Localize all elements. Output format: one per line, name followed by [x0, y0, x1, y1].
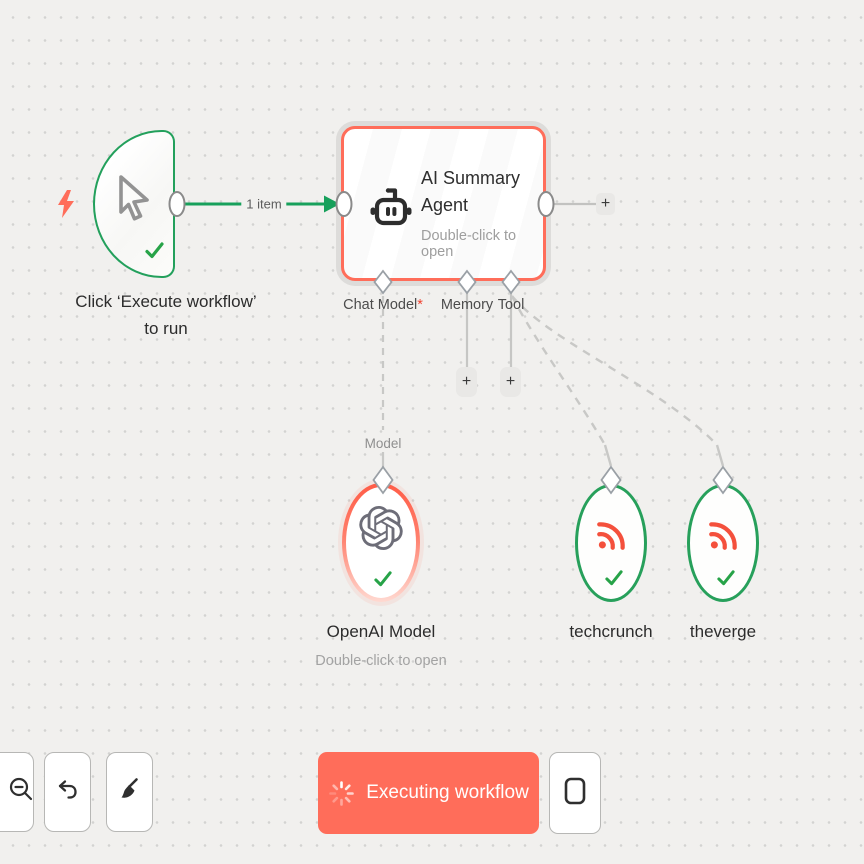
check-icon	[373, 570, 393, 593]
rss-icon	[707, 518, 741, 557]
cursor-icon	[112, 170, 156, 239]
rss-tool-node-theverge[interactable]	[687, 484, 759, 602]
tidy-up-icon	[117, 776, 143, 808]
port-theverge-diamond[interactable]	[712, 465, 734, 495]
undo-icon	[55, 777, 80, 807]
check-icon	[604, 569, 624, 592]
connection-tool-to-techcrunch[interactable]	[510, 295, 607, 446]
port-chat-model-diamond[interactable]	[373, 269, 393, 295]
theverge-node-label: theverge	[689, 622, 757, 641]
lightning-icon	[55, 189, 77, 224]
check-icon	[716, 569, 736, 592]
connection-items-badge: 1 item	[241, 196, 287, 212]
input-endpoint-agent[interactable]	[335, 191, 353, 217]
port-memory-diamond[interactable]	[457, 269, 477, 295]
zoom-out-button[interactable]	[0, 752, 34, 832]
rss-tool-node-techcrunch[interactable]	[575, 484, 647, 602]
robot-icon	[367, 184, 415, 239]
agent-node-subtitle: Double-click to open	[421, 228, 517, 260]
add-node-button-main-output[interactable]: +	[596, 193, 615, 215]
undo-button[interactable]	[44, 752, 91, 832]
check-icon	[144, 241, 165, 265]
openai-node-subtitle: Double-click to open	[315, 653, 447, 669]
port-label-chat-model: Chat Model*	[343, 297, 423, 313]
ai-agent-node[interactable]: AI Summary Agent Double-click to open	[341, 126, 546, 281]
output-endpoint-agent[interactable]	[537, 191, 555, 217]
connection-tool-to-theverge-end	[715, 444, 725, 467]
output-endpoint-trigger[interactable]	[168, 191, 186, 217]
openai-node-label: OpenAI Model	[326, 622, 436, 641]
manual-trigger-node[interactable]	[93, 130, 175, 278]
add-node-button-tool[interactable]: +	[500, 367, 521, 397]
trigger-node-label: Click ‘Execute workflow’ to run	[75, 292, 257, 338]
agent-node-title: AI Summary Agent	[421, 168, 521, 215]
connection-tool-to-techcrunch-end	[603, 444, 613, 467]
zoom-out-icon	[8, 776, 35, 808]
required-marker: *	[417, 297, 423, 313]
port-openai-diamond[interactable]	[372, 465, 394, 495]
add-node-button-memory[interactable]: +	[456, 367, 477, 397]
openai-model-node[interactable]	[342, 483, 420, 602]
tidy-up-button[interactable]	[106, 752, 153, 832]
executing-workflow-button[interactable]: Executing workflow	[318, 752, 539, 834]
spinner-icon	[328, 780, 355, 807]
stop-icon	[562, 775, 588, 812]
techcrunch-node-label: techcrunch	[569, 622, 653, 641]
executing-workflow-label: Executing workflow	[366, 782, 529, 803]
port-label-tool: Tool	[497, 297, 525, 313]
port-techcrunch-diamond[interactable]	[600, 465, 622, 495]
port-label-memory: Memory	[440, 297, 494, 313]
port-tool-diamond[interactable]	[501, 269, 521, 295]
rss-icon	[595, 518, 629, 557]
connection-tool-to-theverge[interactable]	[511, 295, 718, 446]
stop-execution-button[interactable]	[549, 752, 601, 834]
model-edge-label: Model	[360, 436, 406, 451]
openai-icon	[359, 506, 403, 555]
